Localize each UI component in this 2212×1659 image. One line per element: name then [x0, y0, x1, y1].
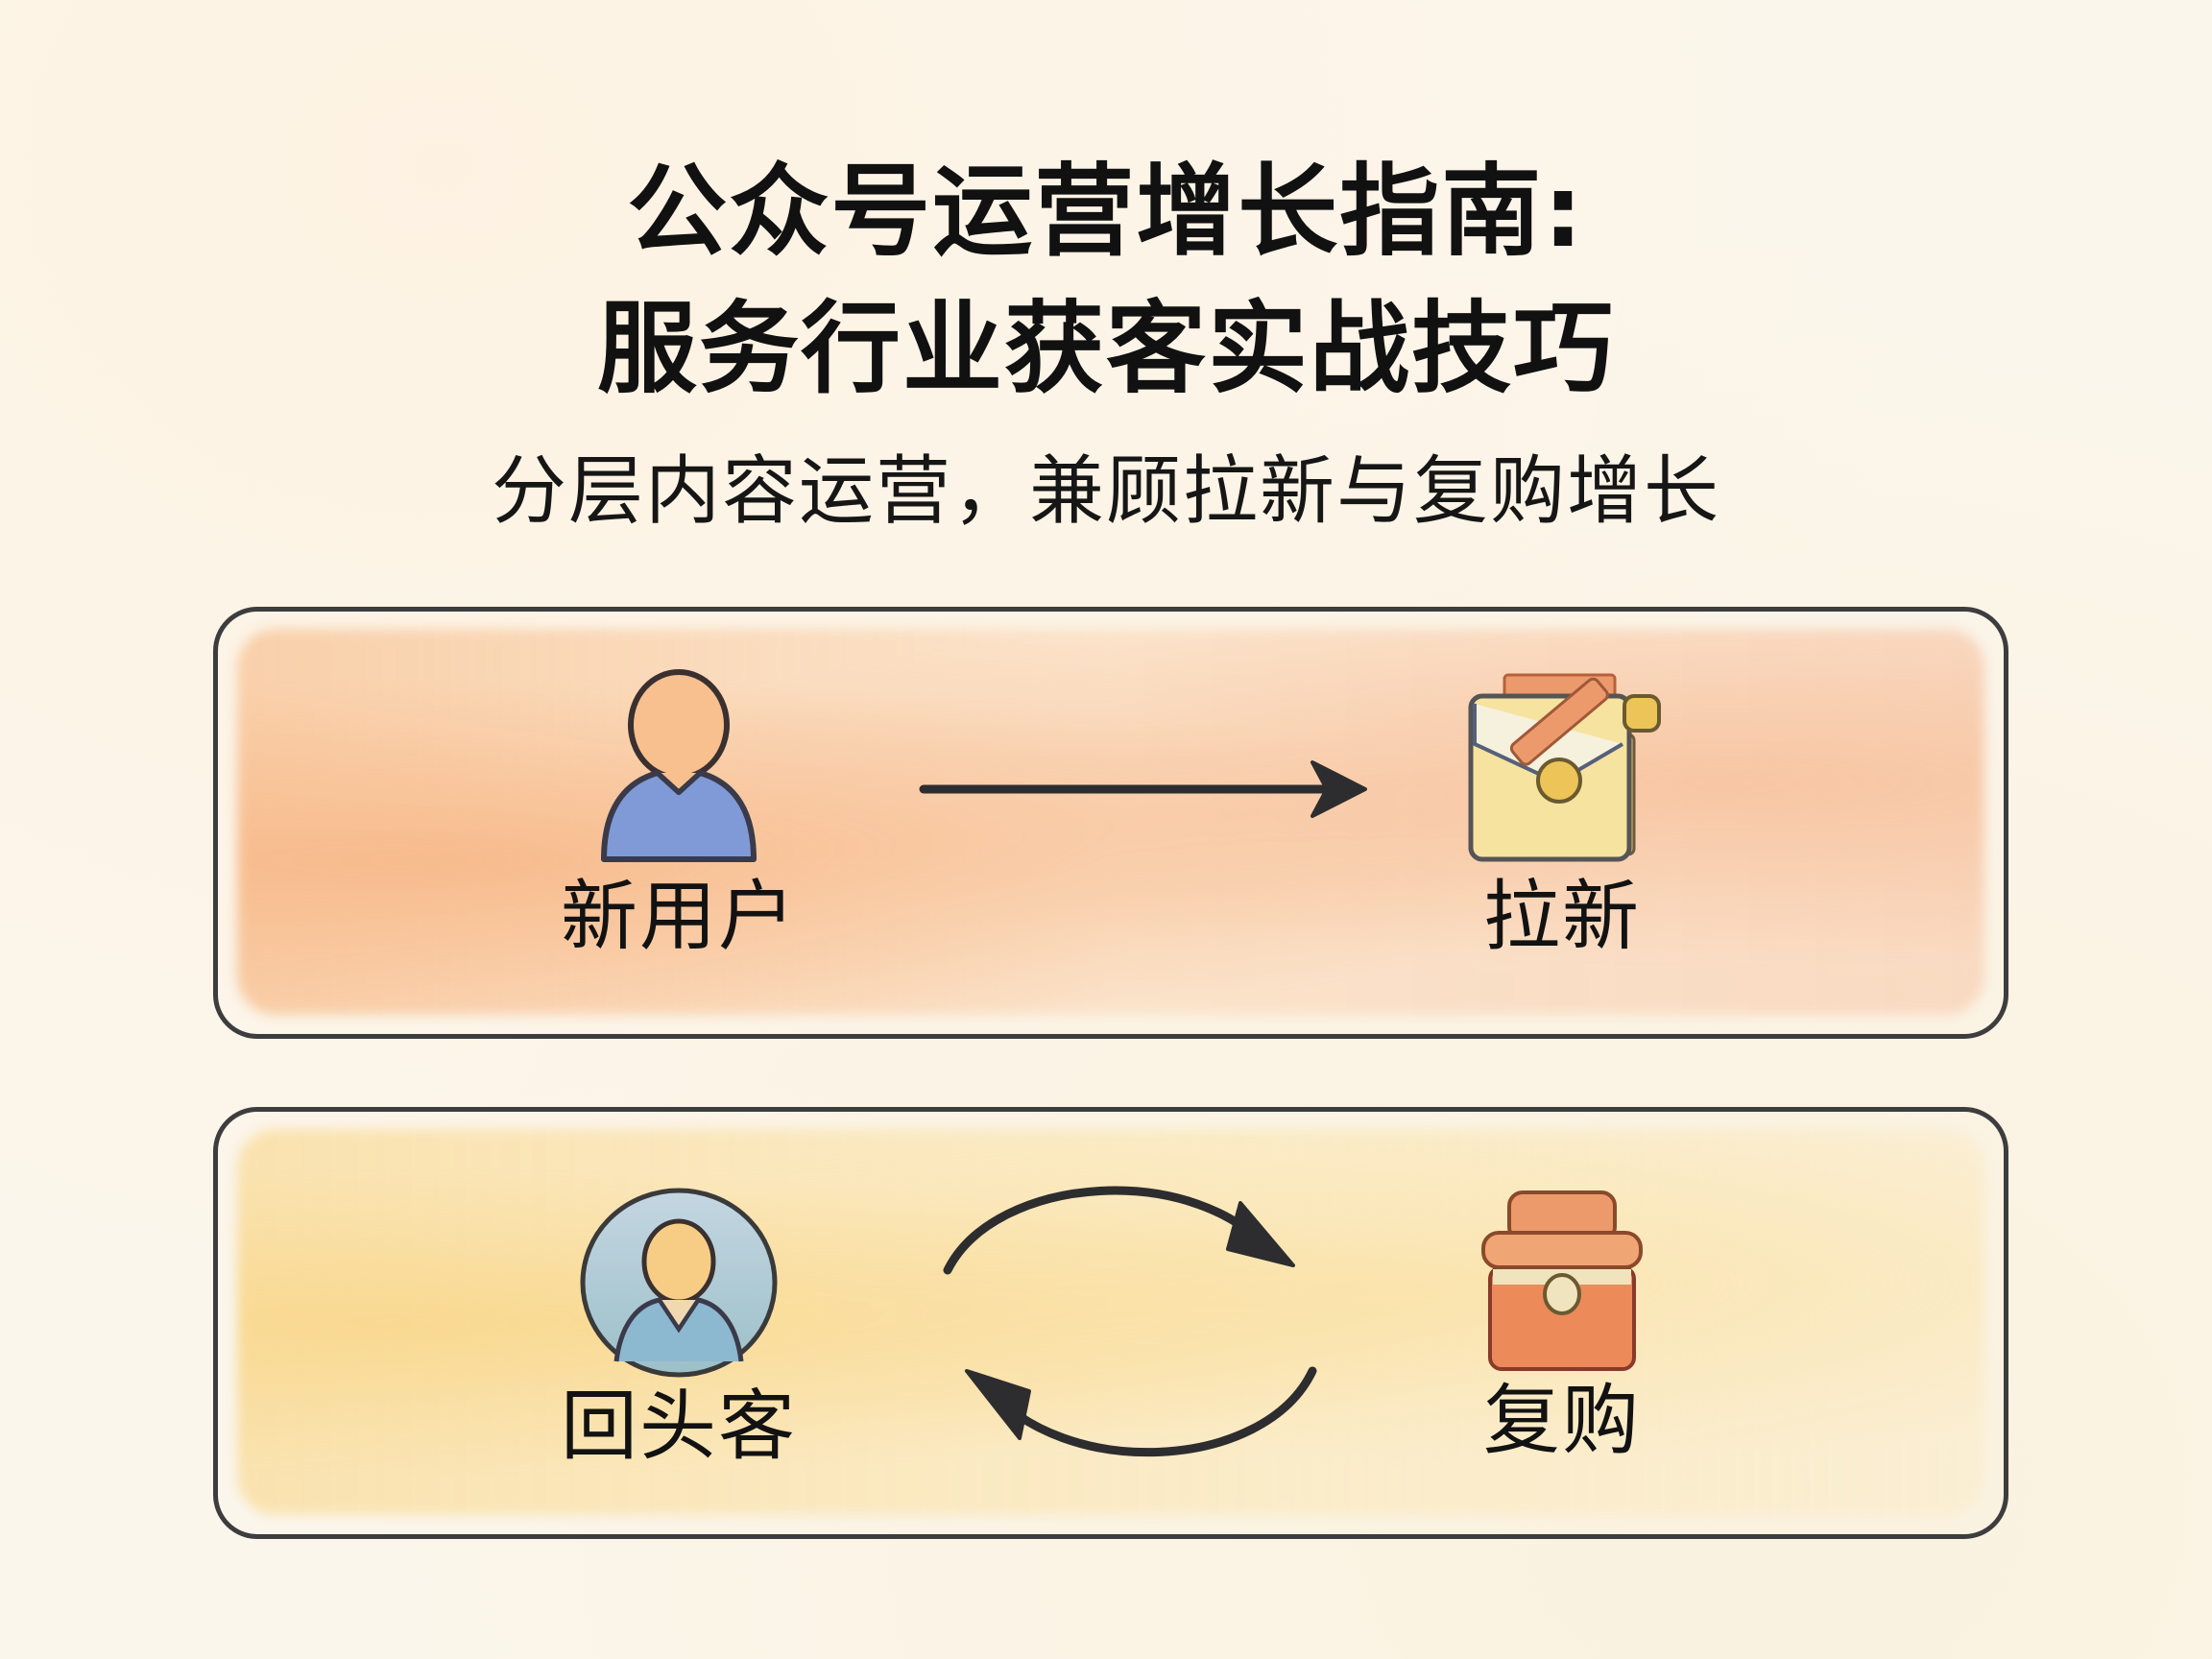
- page-title-line-2: 服务行业获客实战技巧: [596, 290, 1615, 407]
- acquisition-node: 拉新: [1428, 667, 1696, 965]
- watercolor-wash: [237, 629, 1984, 1015]
- shopping-bag-icon: [1481, 1190, 1643, 1371]
- repurchase-node: 复购: [1428, 1181, 1696, 1469]
- user-avatar-circle-icon: [580, 1188, 778, 1378]
- page-subtitle: 分层内容运营，兼顾拉新与复购增长: [491, 448, 1720, 535]
- person-icon: [601, 669, 757, 862]
- new-user-label: 新用户: [561, 872, 797, 961]
- returning-customer-node: 回头客: [554, 1187, 804, 1475]
- repurchase-label: 复购: [1483, 1376, 1641, 1465]
- retention-panel: 回头客 复购: [213, 1107, 2008, 1539]
- acquisition-panel: 新用户 拉新: [213, 607, 2008, 1039]
- cycle-arrows-icon: [943, 1186, 1317, 1457]
- returning-customer-label: 回头客: [561, 1382, 797, 1471]
- page-title-line-1: 公众号运营增长指南:: [627, 153, 1585, 270]
- acquisition-label: 拉新: [1483, 872, 1641, 961]
- new-user-node: 新用户: [554, 667, 804, 965]
- envelope-megaphone-icon: [1468, 673, 1661, 862]
- arrow-right-icon: [919, 760, 1367, 818]
